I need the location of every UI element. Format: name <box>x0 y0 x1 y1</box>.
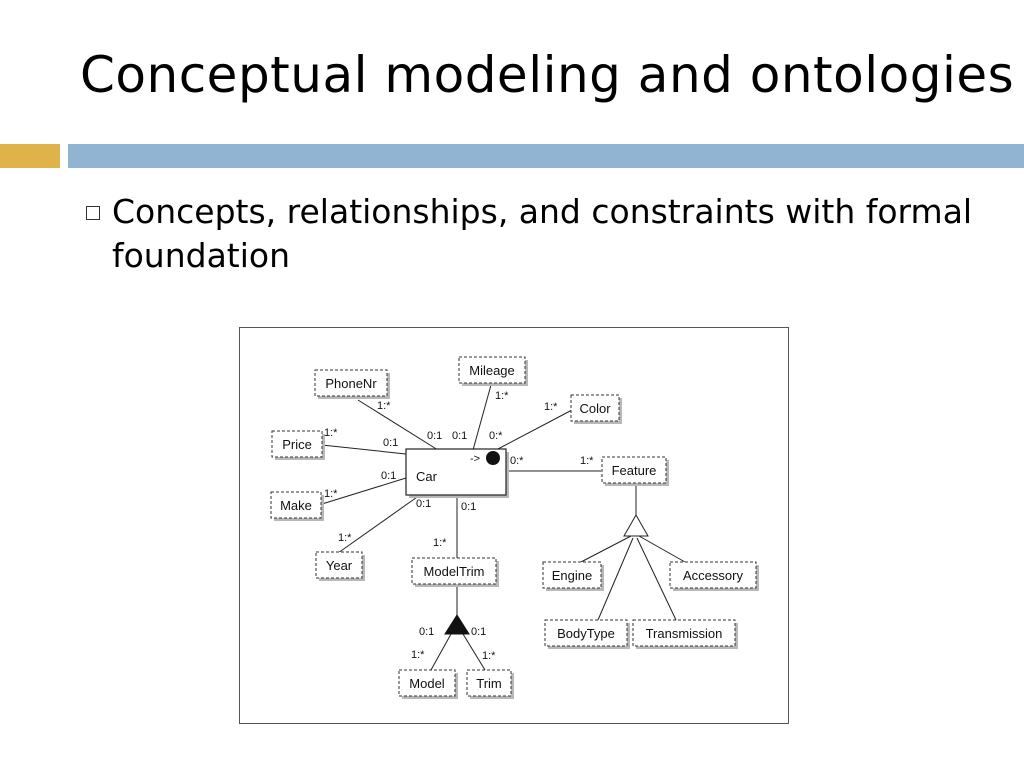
edge-year-car <box>337 494 421 554</box>
card-phonenr-side: 1:* <box>377 400 391 412</box>
card-mileage-side: 1:* <box>495 390 509 402</box>
node-color-label: Color <box>579 401 611 416</box>
title-accent-bar-gold <box>0 144 60 168</box>
node-engine: Engine <box>542 561 604 591</box>
card-color-car: 0:* <box>489 430 503 442</box>
node-transmission: Transmission <box>632 619 738 649</box>
card-feature-car: 0:* <box>510 455 524 467</box>
node-model: Model <box>398 669 458 699</box>
card-make-side: 1:* <box>324 488 338 500</box>
function-dot-icon <box>486 451 500 465</box>
node-trim: Trim <box>466 669 514 699</box>
slide-title: Conceptual modeling and ontologies <box>80 46 1015 104</box>
node-mileage: Mileage <box>458 356 528 386</box>
card-year-side: 1:* <box>338 532 352 544</box>
node-accessory-label: Accessory <box>683 568 743 583</box>
node-price-label: Price <box>282 437 312 452</box>
generalization-triangle-icon <box>623 513 649 537</box>
edge-gen-bodytype <box>597 537 634 621</box>
node-make-label: Make <box>280 498 312 513</box>
card-price-side: 1:* <box>324 427 338 439</box>
card-trim-side: 1:* <box>482 650 496 662</box>
node-phonenr-label: PhoneNr <box>325 376 377 391</box>
card-trim-agg: 0:1 <box>471 626 486 638</box>
diagram-canvas: Car -> PhoneNr Mileage Color Price <box>270 356 759 699</box>
cardinality-labels: 1:* 0:1 1:* 0:1 1:* 0:* 1:* 0:1 1:* 0:1 … <box>324 390 594 662</box>
edge-gen-accessory <box>638 535 686 563</box>
node-accessory: Accessory <box>669 561 759 591</box>
ontology-diagram: Car -> PhoneNr Mileage Color Price <box>239 327 789 724</box>
edge-phonenr-car <box>357 399 439 451</box>
bullet-text: Concepts, relationships, and constraints… <box>112 192 973 275</box>
node-modeltrim-label: ModelTrim <box>424 564 485 579</box>
card-feature-side: 1:* <box>580 455 594 467</box>
square-bullet-icon <box>86 206 100 220</box>
card-mileage-car: 0:1 <box>452 430 467 442</box>
node-feature: Feature <box>601 456 669 486</box>
node-car-label: Car <box>416 469 438 484</box>
node-transmission-label: Transmission <box>646 626 723 641</box>
card-model-agg: 0:1 <box>419 626 434 638</box>
edge-agg-trim <box>462 633 486 671</box>
node-price: Price <box>271 430 325 460</box>
card-phonenr-car: 0:1 <box>427 430 442 442</box>
bullet-item: Concepts, relationships, and constraints… <box>86 190 986 278</box>
card-color-side: 1:* <box>544 401 558 413</box>
diagram-edges <box>321 384 686 671</box>
node-bodytype-label: BodyType <box>557 626 615 641</box>
edge-mileage-car <box>472 384 492 451</box>
edge-price-car <box>321 444 407 455</box>
title-accent-bar-blue <box>68 144 1024 168</box>
node-phonenr: PhoneNr <box>314 369 390 399</box>
edge-color-car <box>495 409 573 451</box>
node-year-label: Year <box>326 558 353 573</box>
edge-make-car <box>321 477 407 505</box>
node-model-label: Model <box>409 676 445 691</box>
node-bodytype: BodyType <box>544 619 630 649</box>
card-make-car: 0:1 <box>381 470 396 482</box>
card-year-car: 0:1 <box>416 498 431 510</box>
edge-gen-engine <box>580 535 632 563</box>
node-engine-label: Engine <box>552 568 592 583</box>
card-price-car: 0:1 <box>383 437 398 449</box>
card-modeltrim-car: 0:1 <box>461 501 476 513</box>
card-modeltrim-side: 1:* <box>433 537 447 549</box>
arrow-label: -> <box>470 453 480 465</box>
node-color: Color <box>570 394 622 424</box>
node-year: Year <box>315 551 365 581</box>
aggregation-triangle-icon <box>444 614 470 635</box>
edge-gen-transmission <box>636 537 677 621</box>
card-model-side: 1:* <box>411 649 425 661</box>
node-feature-label: Feature <box>612 463 657 478</box>
edge-agg-model <box>430 633 452 671</box>
node-modeltrim: ModelTrim <box>411 557 499 587</box>
node-mileage-label: Mileage <box>469 363 515 378</box>
node-trim-label: Trim <box>476 676 502 691</box>
node-make: Make <box>270 491 324 521</box>
